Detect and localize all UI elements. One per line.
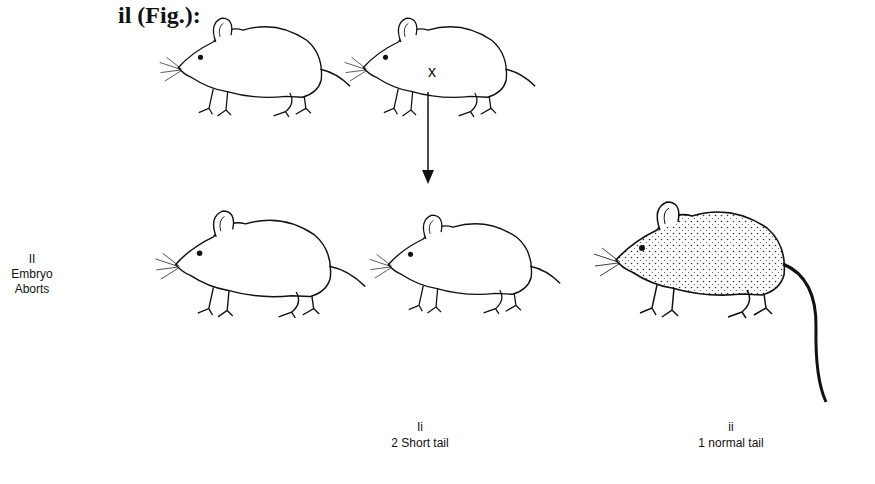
cross-symbol: x — [428, 62, 436, 82]
caption-label: ii — [728, 420, 733, 435]
caption-label: 1 normal tail — [698, 436, 763, 451]
arrow-head — [422, 170, 434, 184]
cross-arrow — [427, 92, 429, 176]
caption-label: II Embryo Aborts — [11, 252, 52, 297]
heading-fragment: il (Fig.): — [118, 0, 201, 30]
parent-mouse — [345, 18, 535, 117]
offspring-mouse — [155, 211, 365, 318]
offspring-mouse — [370, 215, 560, 314]
parent-mouse — [160, 18, 350, 117]
caption-label: 2 Short tail — [391, 436, 448, 451]
caption-label: Ii — [417, 420, 423, 435]
normal-tail-mouse — [594, 202, 826, 402]
